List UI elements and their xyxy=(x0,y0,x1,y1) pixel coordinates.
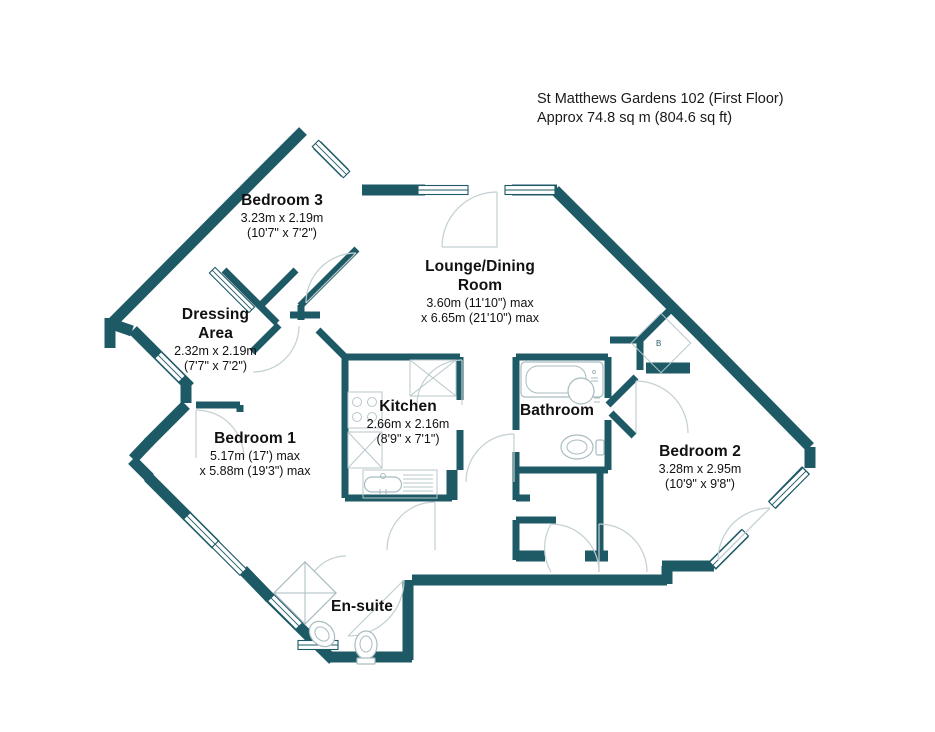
room-label-bathroom: Bathroom xyxy=(505,402,609,421)
room-label-bedroom-2: Bedroom 2 3.28m x 2.95m (10'9" x 9'8") xyxy=(625,443,775,492)
room-name-bedroom-1: Bedroom 1 xyxy=(214,430,296,447)
wash-basin-icon xyxy=(567,377,600,405)
room-name-lounge-line2: Room xyxy=(457,276,503,294)
room-name-ensuite: En-suite xyxy=(331,598,393,615)
wash-basin-icon xyxy=(308,620,336,648)
kitchen-fixtures xyxy=(347,359,457,499)
room-dim-bedroom-1-imperial: x 5.88m (19'3") max xyxy=(199,464,311,479)
boiler-cupboard-icon xyxy=(630,312,692,374)
toilet-icon xyxy=(354,630,378,665)
room-dim-bedroom-2-imperial: (10'9" x 9'8") xyxy=(665,477,735,492)
plan-title-line2: Approx 74.8 sq m (804.6 sq ft) xyxy=(537,110,733,126)
room-label-ensuite: En-suite xyxy=(312,598,412,617)
room-name-kitchen: Kitchen xyxy=(379,398,437,415)
room-dim-lounge-metric: 3.60m (11'10") max xyxy=(426,295,534,310)
boiler-cupboard-label: B xyxy=(656,339,662,348)
room-name-bedroom-2: Bedroom 2 xyxy=(659,443,741,460)
room-dim-bedroom-2-metric: 3.28m x 2.95m xyxy=(658,461,742,476)
bathroom-fixtures xyxy=(520,361,605,460)
room-dim-bedroom-3-metric: 3.23m x 2.19m xyxy=(240,210,324,225)
room-label-bedroom-1: Bedroom 1 5.17m (17') max x 5.88m (19'3"… xyxy=(160,430,350,479)
room-dim-dressing-metric: 2.32m x 2.19m xyxy=(174,343,257,358)
plan-title-line1: St Matthews Gardens 102 (First Floor) xyxy=(537,91,784,107)
room-name-dressing-line2: Area xyxy=(198,324,233,342)
shower-tray-icon xyxy=(273,561,337,625)
room-dim-bedroom-1-metric: 5.17m (17') max xyxy=(210,448,300,463)
room-label-lounge-dining-room: Lounge/Dining Room 3.60m (11'10") max x … xyxy=(390,258,570,326)
room-name-bathroom: Bathroom xyxy=(520,402,594,419)
room-dim-kitchen-metric: 2.66m x 2.16m xyxy=(366,416,450,431)
room-dim-bedroom-3-imperial: (10'7" x 7'2") xyxy=(247,226,317,241)
room-label-bedroom-3: Bedroom 3 3.23m x 2.19m (10'7" x 7'2") xyxy=(202,192,362,241)
toilet-icon xyxy=(560,434,605,460)
room-name-dressing-line1: Dressing xyxy=(181,306,250,323)
room-label-kitchen: Kitchen 2.66m x 2.16m (8'9" x 7'1") xyxy=(348,398,468,447)
room-label-dressing-area: Dressing Area 2.32m x 2.19m (7'7" x 7'2"… xyxy=(143,306,288,374)
plan-title: St Matthews Gardens 102 (First Floor) Ap… xyxy=(537,90,784,128)
room-name-lounge-line1: Lounge/Dining xyxy=(425,258,535,275)
room-dim-kitchen-imperial: (8'9" x 7'1") xyxy=(376,432,440,447)
room-name-bedroom-3: Bedroom 3 xyxy=(241,192,323,209)
room-dim-lounge-imperial: x 6.65m (21'10") max xyxy=(421,311,539,326)
room-dim-dressing-imperial: (7'7" x 7'2") xyxy=(184,359,247,374)
ensuite-fixtures xyxy=(273,561,378,665)
